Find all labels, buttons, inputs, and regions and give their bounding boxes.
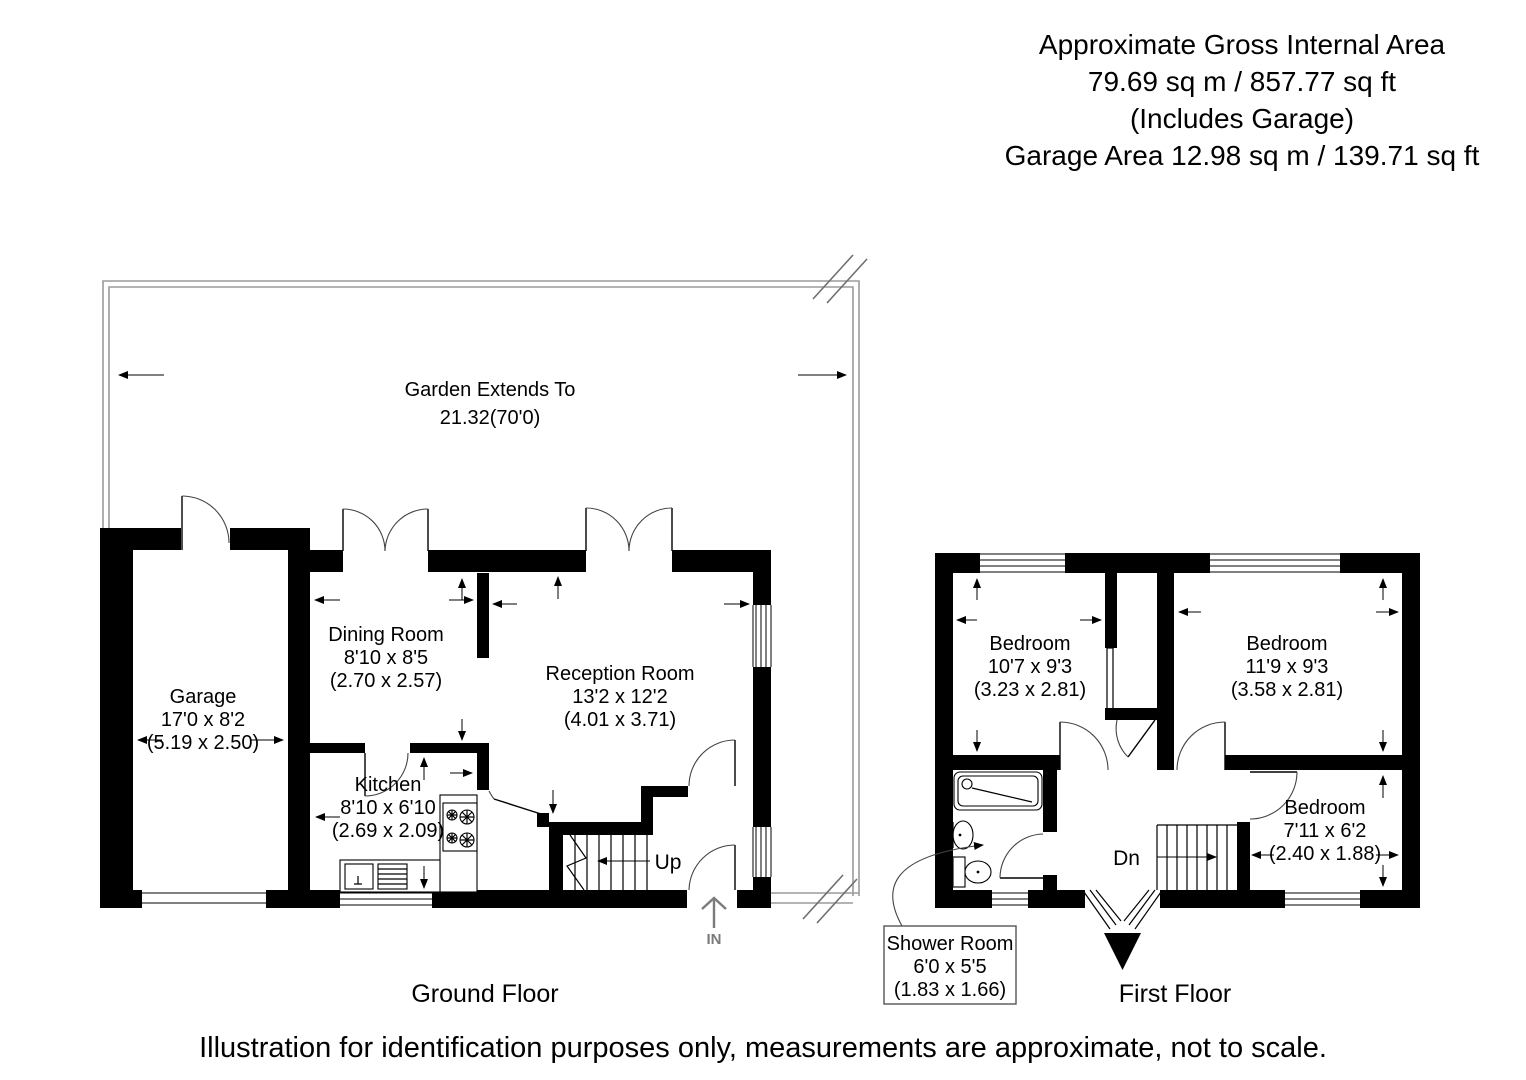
bedroom1-door [1059, 721, 1109, 771]
first-floor-walls [935, 553, 1420, 908]
sink-tap-icon [354, 876, 362, 885]
bedroom2-label: Bedroom 11'9 x 9'3 (3.58 x 2.81) [1231, 633, 1343, 701]
window-bedroom3-bottom [1285, 892, 1360, 906]
toilet-icon [952, 856, 992, 888]
reception-hall-door [688, 739, 736, 787]
ground-floor-walls [100, 528, 771, 908]
callout-leader-line [892, 842, 984, 927]
first-floor-labels: Bedroom 10'7 x 9'3 (3.23 x 2.81) Bedroom… [974, 633, 1381, 865]
svg-text:11'9 x 9'3: 11'9 x 9'3 [1246, 656, 1329, 678]
svg-text:7'11 x 6'2: 7'11 x 6'2 [1284, 820, 1367, 842]
sink-bowl-icon [344, 863, 374, 890]
basin-icon [952, 820, 974, 850]
kitchen-label: Kitchen 8'10 x 6'10 (2.69 x 2.09) [332, 774, 444, 842]
staircase-ground: Up [566, 834, 682, 891]
shower-tray-icon [953, 771, 1043, 811]
svg-text:8'10 x 6'10: 8'10 x 6'10 [340, 797, 436, 819]
entrance-in-label: IN [707, 931, 722, 948]
svg-text:Dining Room: Dining Room [328, 624, 444, 646]
first-floor-title: First Floor [1119, 980, 1232, 1008]
svg-text:(1.83 x 1.66): (1.83 x 1.66) [894, 979, 1006, 1001]
svg-text:Shower Room: Shower Room [887, 933, 1014, 955]
bedroom3-label: Bedroom 7'11 x 6'2 (2.40 x 1.88) [1269, 797, 1381, 865]
svg-text:Bedroom: Bedroom [989, 633, 1070, 655]
header-area-summary: Approximate Gross Internal Area 79.69 sq… [1005, 29, 1480, 171]
svg-text:Garage: Garage [170, 686, 237, 708]
header-line-3: (Includes Garage) [1130, 103, 1354, 134]
first-floor-dim-arrows [956, 578, 1399, 887]
svg-text:13'2 x 12'2: 13'2 x 12'2 [572, 686, 668, 708]
closet-partition [1106, 647, 1114, 708]
header-line-1: Approximate Gross Internal Area [1039, 29, 1446, 60]
shower-room-door [999, 833, 1044, 879]
kitchen-hall-door [488, 790, 542, 815]
svg-text:(3.23 x 2.81): (3.23 x 2.81) [974, 679, 1086, 701]
garage-door-line [142, 892, 266, 904]
garden-dimension: 21.32(70'0) [440, 407, 541, 429]
bedroom1-label: Bedroom 10'7 x 9'3 (3.23 x 2.81) [974, 633, 1086, 701]
svg-text:(5.19 x 2.50): (5.19 x 2.50) [147, 732, 259, 754]
hob-burners [446, 809, 475, 848]
reception-room-label: Reception Room 13'2 x 12'2 (4.01 x 3.71) [546, 663, 695, 731]
closet-door [1115, 719, 1156, 758]
kitchen-door [364, 752, 409, 797]
bedroom2-door [1176, 721, 1226, 771]
disclaimer-text: Illustration for identification purposes… [199, 1032, 1327, 1064]
bay-window-icon [1083, 889, 1162, 970]
svg-text:(2.40 x 1.88): (2.40 x 1.88) [1269, 843, 1381, 865]
dining-room-label: Dining Room 8'10 x 8'5 (2.70 x 2.57) [328, 624, 444, 692]
garage-garden-door [181, 495, 230, 550]
window-bedroom2-top [1210, 553, 1340, 573]
svg-text:6'0 x 5'5: 6'0 x 5'5 [913, 956, 986, 978]
svg-text:(2.69 x 2.09): (2.69 x 2.09) [332, 820, 444, 842]
stairs-up-label: Up [655, 851, 682, 874]
shower-room-fixtures [952, 771, 1043, 888]
ground-floor-title: Ground Floor [411, 980, 558, 1008]
ground-floor-windows [142, 605, 772, 906]
window-kitchen [340, 892, 432, 906]
callout-box [883, 925, 1017, 1005]
window-shower-bottom [992, 892, 1028, 906]
bedroom3-door [1249, 771, 1298, 820]
ground-floor-dim-arrows [115, 554, 750, 889]
header-line-2: 79.69 sq m / 857.77 sq ft [1088, 66, 1396, 97]
entry-arrow-icon [701, 896, 727, 928]
garden-label: Garden Extends To [405, 379, 576, 401]
first-floor-doors [999, 719, 1298, 879]
svg-text:Kitchen: Kitchen [355, 774, 422, 796]
dining-french-doors [342, 508, 429, 552]
svg-text:Reception Room: Reception Room [546, 663, 695, 685]
svg-text:17'0 x 8'2: 17'0 x 8'2 [161, 709, 245, 731]
svg-text:8'10 x 8'5: 8'10 x 8'5 [344, 647, 428, 669]
entrance-door [688, 844, 736, 891]
garage-label: Garage 17'0 x 8'2 (5.19 x 2.50) [147, 686, 259, 754]
reception-french-doors [585, 507, 673, 552]
svg-text:Bedroom: Bedroom [1284, 797, 1365, 819]
window-bedroom1-top [980, 553, 1065, 573]
svg-text:(3.58 x 2.81): (3.58 x 2.81) [1231, 679, 1343, 701]
svg-text:(4.01 x 3.71): (4.01 x 3.71) [564, 709, 676, 731]
window-hall-lower [752, 827, 772, 877]
fence-break-mark-bottom [802, 874, 858, 924]
ground-floor-labels: Garage 17'0 x 8'2 (5.19 x 2.50) Dining R… [147, 624, 695, 842]
stairs-down-label: Dn [1113, 847, 1140, 870]
kitchen-fixtures [339, 794, 478, 893]
svg-text:10'7 x 9'3: 10'7 x 9'3 [988, 656, 1072, 678]
header-line-4: Garage Area 12.98 sq m / 139.71 sq ft [1005, 140, 1480, 171]
svg-text:(2.70 x 2.57): (2.70 x 2.57) [330, 670, 442, 692]
fence-break-mark-top [812, 254, 868, 304]
staircase-first: Dn [1113, 824, 1237, 890]
first-floor-windows [980, 553, 1360, 906]
svg-text:Bedroom: Bedroom [1246, 633, 1327, 655]
window-reception-upper [752, 605, 772, 667]
drainer-icon [377, 863, 408, 890]
ground-floor-doors [181, 495, 736, 891]
stair-break-line [566, 834, 587, 891]
shower-room-callout: Shower Room 6'0 x 5'5 (1.83 x 1.66) [883, 842, 1017, 1005]
